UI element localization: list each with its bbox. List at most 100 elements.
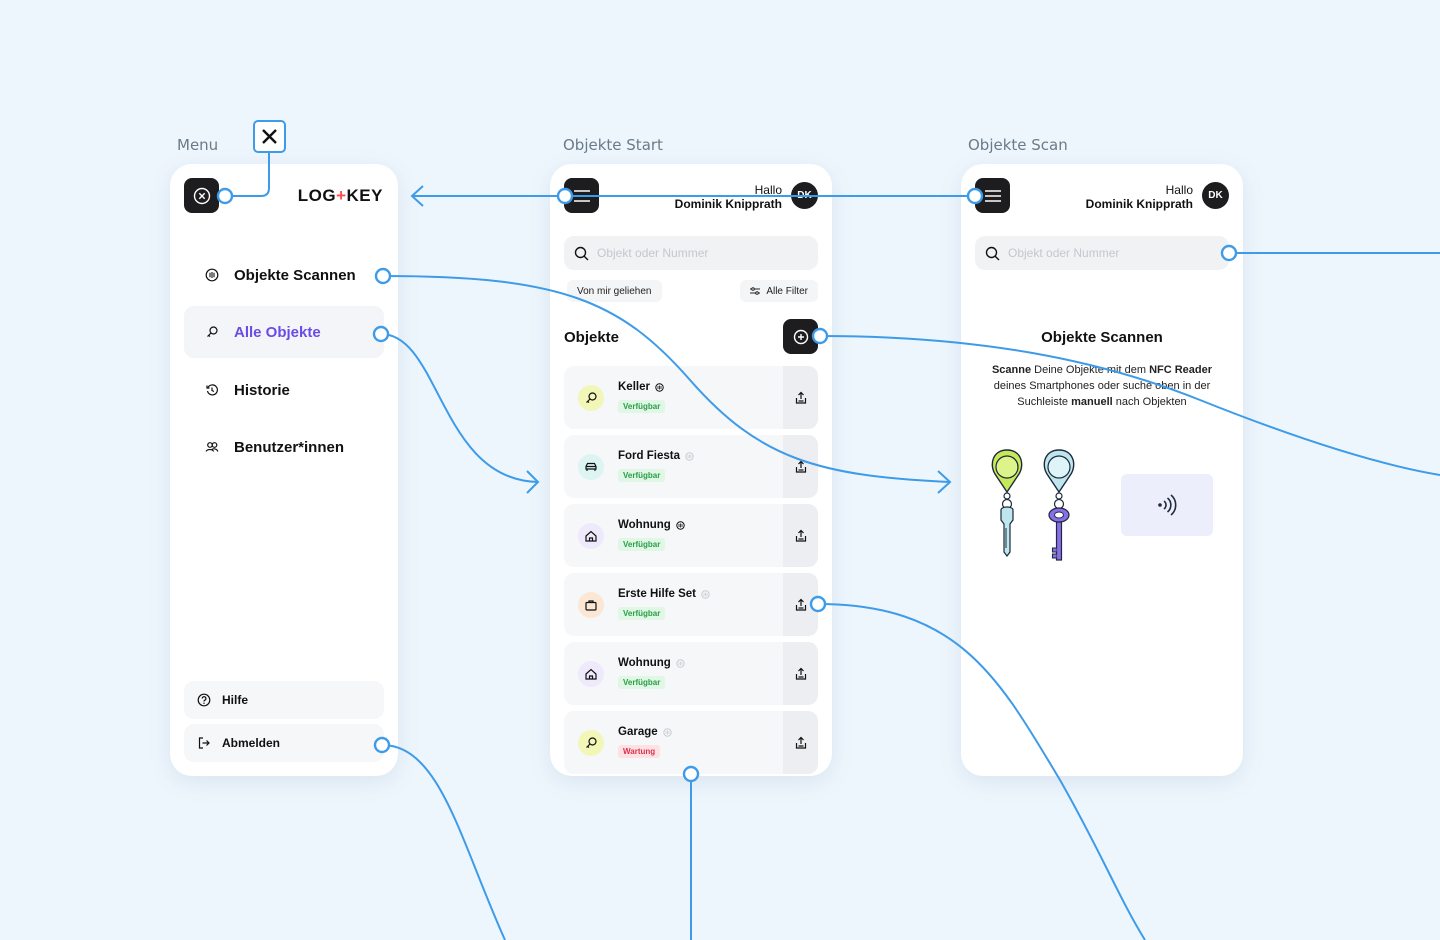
nfc-tag-icon [685,451,694,461]
object-name-wrap: Garage [618,726,672,738]
greeting: Hallo Dominik Knipprath [675,183,782,211]
menu-item-label: Benutzer*innen [234,438,345,456]
greeting-hello: Hallo [754,183,782,197]
share-button[interactable] [783,366,818,429]
frame-label-start: Objekte Start [563,136,663,154]
hamburger-button[interactable] [975,178,1010,213]
greeting-hello: Hallo [1165,183,1193,197]
share-button[interactable] [783,435,818,498]
search-placeholder: Objekt oder Nummer [597,246,709,260]
nfc-waves-icon [1158,494,1177,516]
close-circle-icon [193,187,210,204]
frame-label-menu: Menu [177,136,219,154]
key-icon [204,324,220,340]
filter-borrowed[interactable]: Von mir geliehen [567,280,662,302]
share-button[interactable] [783,504,818,567]
logout-button[interactable]: Abmelden [184,724,384,762]
status-badge: Verfügbar [618,538,666,551]
object-name: Wohnung [618,519,671,531]
filter-all[interactable]: Alle Filter [740,280,818,302]
logout-icon [196,735,212,751]
key-icon [578,730,604,756]
car-icon [578,454,604,480]
menu-item-users[interactable]: Benutzer*innen [184,421,384,473]
objects-scan-screen: Hallo Dominik Knipprath DK Objekt oder N… [961,164,1243,776]
search-input[interactable]: Objekt oder Nummer [564,236,818,270]
filter-all-label: Alle Filter [766,285,808,297]
object-name-wrap: Ford Fiesta [618,450,694,462]
object-name: Garage [618,726,658,738]
hamburger-icon [573,189,590,202]
search-placeholder: Objekt oder Nummer [1008,246,1120,260]
objects-start-screen: Hallo Dominik Knipprath DK Objekt oder N… [550,164,832,776]
help-button[interactable]: Hilfe [184,681,384,719]
status-badge: Verfügbar [618,607,666,620]
close-menu-button[interactable] [184,178,219,213]
search-icon [985,246,1000,260]
share-button[interactable] [783,573,818,636]
search-input[interactable]: Objekt oder Nummer [975,236,1229,270]
logout-label: Abmelden [222,736,281,750]
status-badge: Verfügbar [618,400,666,413]
scan-description: Scanne Deine Objekte mit dem NFC Reader … [991,364,1213,408]
hamburger-icon [984,189,1001,202]
home-icon [578,661,604,687]
share-icon [794,598,808,612]
greeting-name: Dominik Knipprath [1085,197,1193,211]
object-name: Ford Fiesta [618,450,680,462]
nfc-reader-tile[interactable] [1121,474,1213,536]
share-button[interactable] [783,711,818,774]
share-icon [794,667,808,681]
home-icon [578,523,604,549]
filter-icon [750,287,761,295]
history-icon [204,382,220,398]
menu-item-history[interactable]: Historie [184,364,384,416]
scan-title: Objekte Scannen [1041,329,1163,346]
nfc-tag-icon [676,658,685,668]
add-object-button[interactable] [783,319,818,354]
avatar[interactable]: DK [1202,182,1229,209]
frame-label-scan: Objekte Scan [968,136,1068,154]
help-label: Hilfe [222,693,249,707]
object-name-wrap: Wohnung [618,657,685,669]
status-badge: Verfügbar [618,469,666,482]
avatar[interactable]: DK [791,182,818,209]
arrow-head [410,185,424,207]
help-icon [196,692,212,708]
menu-screen: LOG+KEY Objekte Scannen Alle Objekte His… [170,164,398,776]
menu-item-label: Objekte Scannen [234,266,356,284]
share-button[interactable] [783,642,818,705]
nfc-tag-icon [701,589,710,599]
add-circle-icon [793,329,808,344]
object-name-wrap: Erste Hilfe Set [618,588,710,600]
greeting-name: Dominik Knipprath [674,197,782,211]
arrow-head [526,470,540,494]
status-badge: Verfügbar [618,676,666,689]
connector-all-objects [380,333,539,483]
menu-item-label: Historie [234,381,290,399]
nfc-tag-icon [662,727,672,737]
logo: LOG+KEY [297,186,383,205]
nfc-icon [204,267,220,283]
menu-item-all-objects[interactable]: Alle Objekte [184,306,384,358]
menu-item-scan[interactable]: Objekte Scannen [184,249,384,301]
object-name-wrap: Wohnung [618,519,685,531]
hamburger-button[interactable] [564,178,599,213]
object-name: Wohnung [618,657,671,669]
share-icon [794,736,808,750]
objects-title: Objekte [564,329,620,346]
menu-item-label: Alle Objekte [234,323,321,341]
connector-logout [381,744,506,940]
bag-icon [578,592,604,618]
keys-illustration [991,449,1075,561]
users-icon [204,439,220,455]
nfc-tag-icon [676,520,685,530]
object-name: Erste Hilfe Set [618,588,696,600]
greeting: Hallo Dominik Knipprath [1086,183,1193,211]
